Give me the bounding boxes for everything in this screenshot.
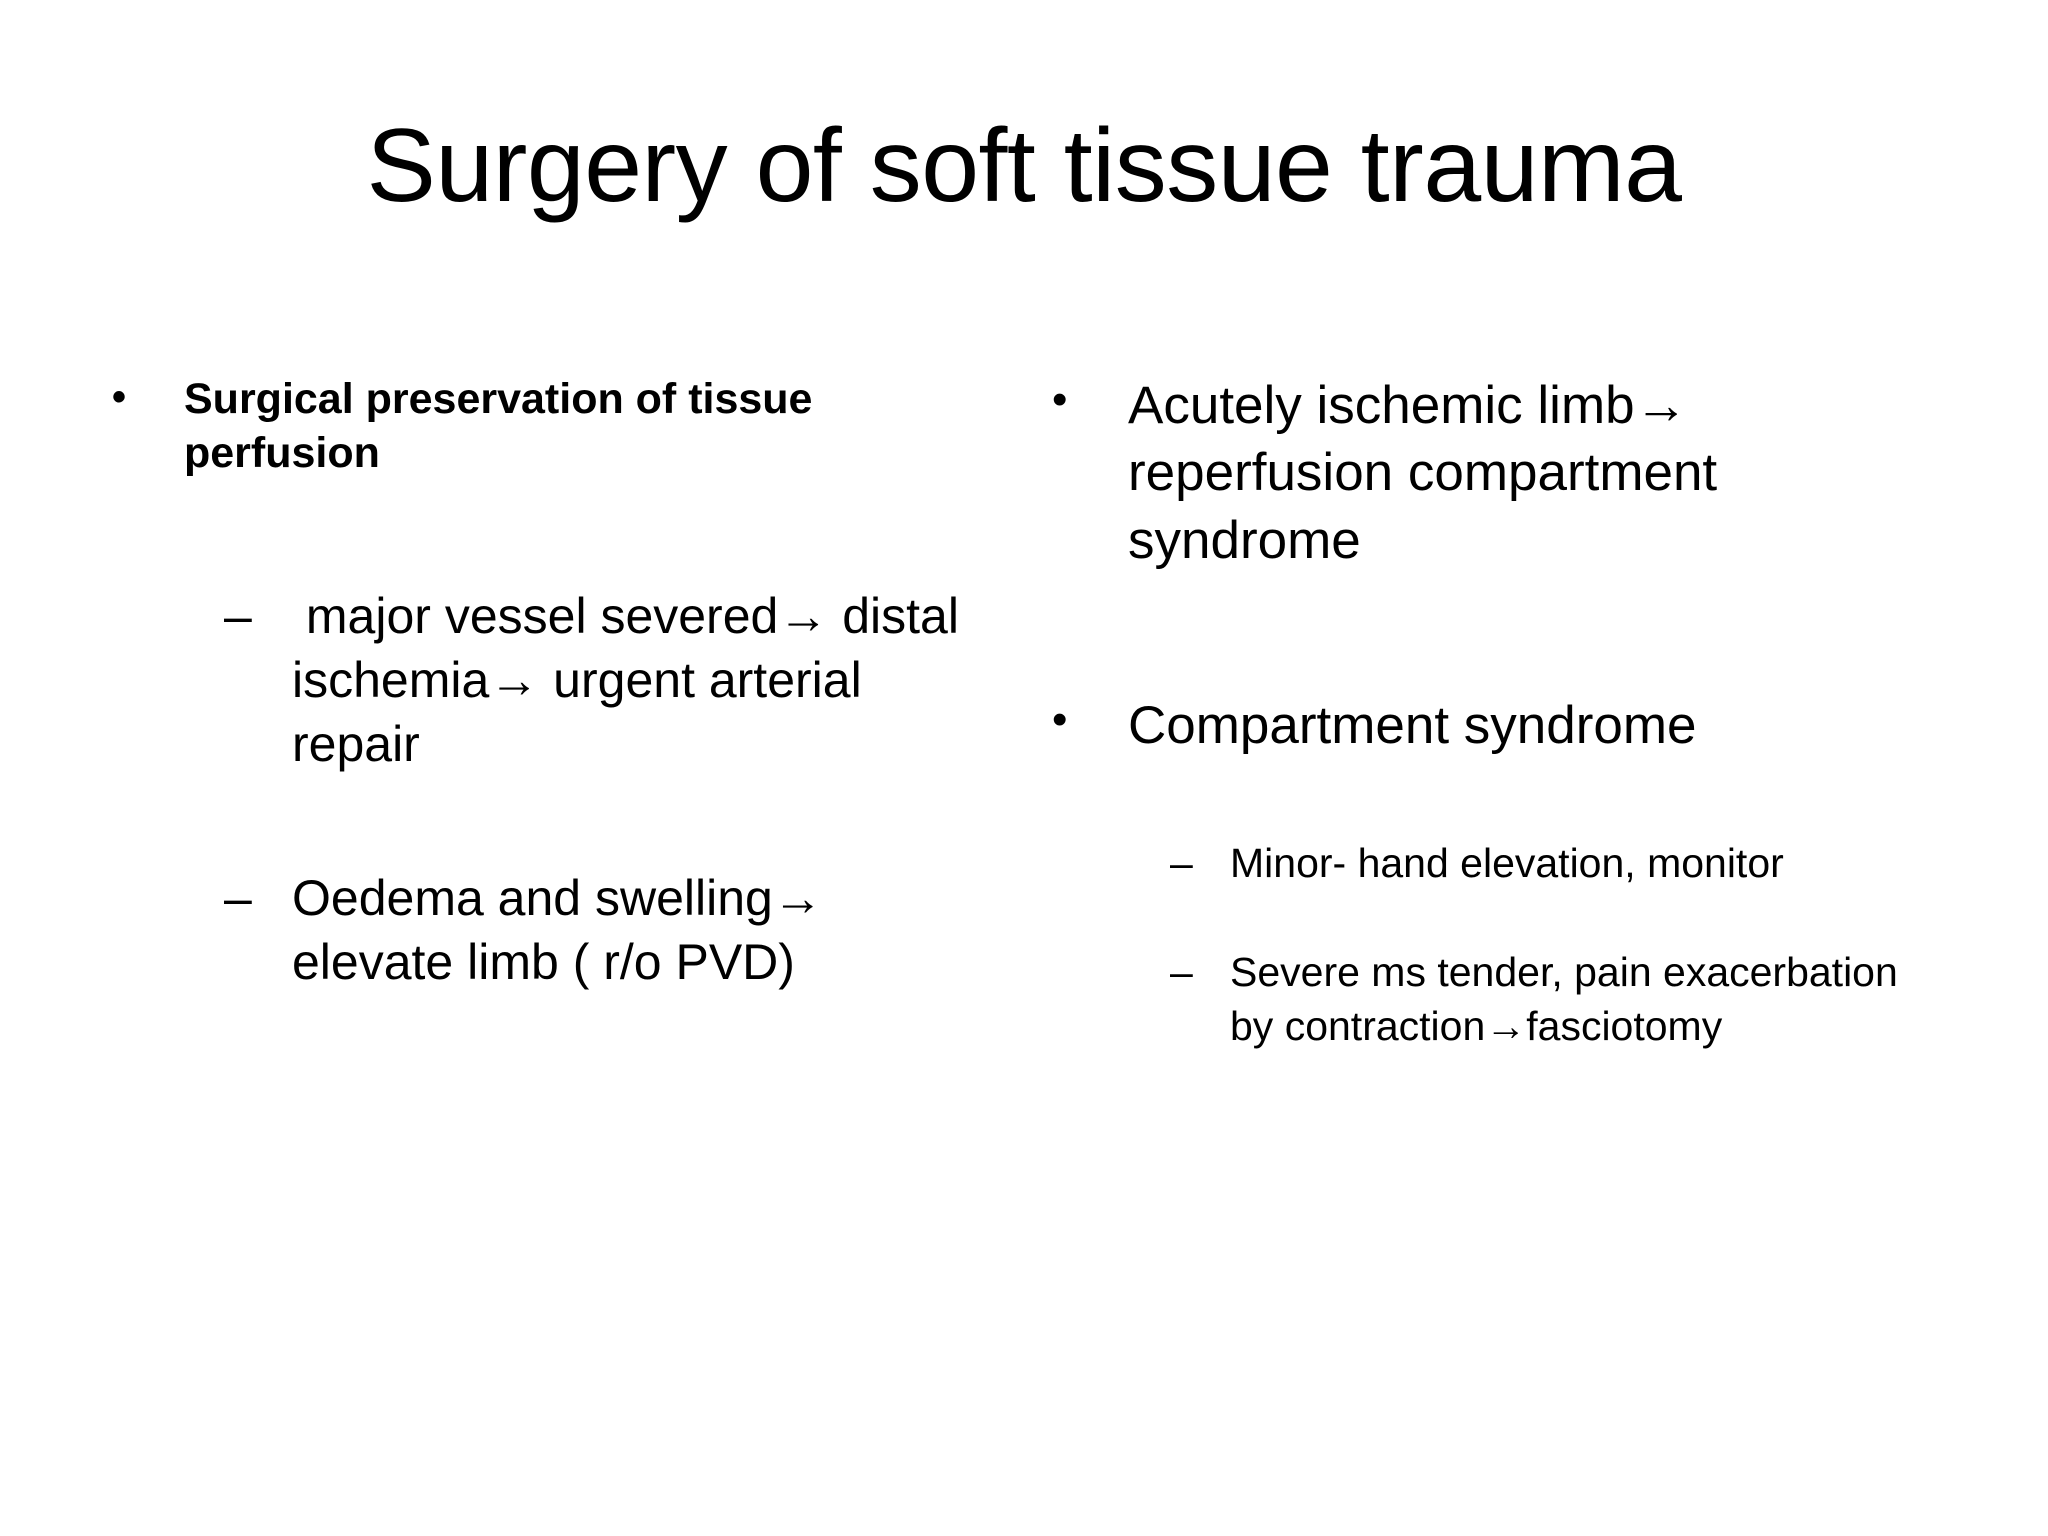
bullet-marker-dot-icon: • <box>1052 375 1068 424</box>
bullet-marker-dash-icon: – <box>224 870 252 927</box>
bullet-text: major vessel severed→ distal ischemia→ u… <box>292 588 973 773</box>
bullet-marker-dot-icon: • <box>1052 694 1068 744</box>
bullet-item-surgical-preservation: • Surgical preservation of tissue perfus… <box>112 372 992 480</box>
bullet-marker-dot-icon: • <box>112 375 127 419</box>
bullet-item-compartment-syndrome: • Compartment syndrome <box>1052 692 1952 759</box>
content-column-right: • Acutely ischemic limb→ reperfusion com… <box>1052 372 1952 1053</box>
bullet-marker-dash-icon: – <box>224 588 252 645</box>
spacer <box>112 776 992 866</box>
bullet-item-minor-hand-elevation: – Minor- hand elevation, monitor <box>1052 837 1952 890</box>
bullet-marker-dash-icon: – <box>1170 840 1193 887</box>
spacer <box>1052 574 1952 692</box>
bullet-item-oedema-and-swelling: – Oedema and swelling→ elevate limb ( r/… <box>112 866 992 994</box>
bullet-marker-dash-icon: – <box>1170 949 1193 996</box>
spacer <box>1052 890 1952 946</box>
spacer <box>112 480 992 584</box>
bullet-text: Acutely ischemic limb→ reperfusion compa… <box>1128 376 1732 570</box>
bullet-text: Compartment syndrome <box>1128 695 1697 755</box>
bullet-text: Oedema and swelling→ elevate limb ( r/o … <box>292 870 837 991</box>
bullet-text: Severe ms tender, pain exacerbation by c… <box>1230 949 1910 1049</box>
bullet-item-acutely-ischemic-limb: • Acutely ischemic limb→ reperfusion com… <box>1052 372 1952 574</box>
bullet-item-severe-ms-tender: – Severe ms tender, pain exacerbation by… <box>1052 946 1952 1053</box>
slide-title: Surgery of soft tissue trauma <box>366 108 1682 224</box>
bullet-text: Surgical preservation of tissue perfusio… <box>184 375 825 478</box>
spacer <box>1052 759 1952 837</box>
bullet-item-major-vessel-severed: – major vessel severed→ distal ischemia→… <box>112 584 992 776</box>
bullet-text: Minor- hand elevation, monitor <box>1230 840 1784 887</box>
content-column-left: • Surgical preservation of tissue perfus… <box>112 372 992 994</box>
